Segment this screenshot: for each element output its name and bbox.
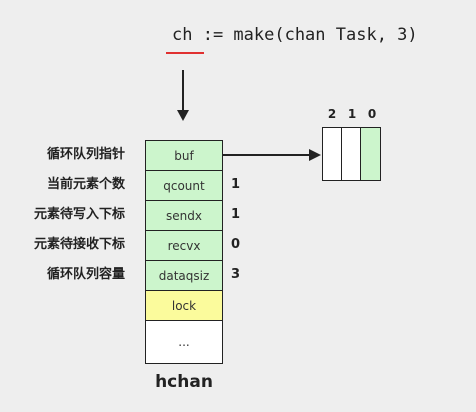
label-recvx: 元素待接收下标 — [33, 237, 125, 252]
hchan-title: hchan — [155, 372, 213, 392]
field-qcount: qcount — [146, 171, 222, 201]
field-more: ... — [146, 321, 222, 363]
value-sendx: 1 — [231, 207, 241, 222]
label-dataqsiz: 循环队列容量 — [46, 267, 125, 282]
buf-arrow-head — [309, 149, 321, 161]
field-dataqsiz: dataqsiz — [146, 261, 222, 291]
field-descriptions: 循环队列指针 当前元素个数 元素待写入下标 元素待接收下标 循环队列容量 — [34, 140, 125, 290]
ch-underline — [166, 52, 204, 54]
pointer-arrow-head — [177, 110, 189, 121]
label-buf: 循环队列指针 — [46, 147, 125, 162]
pointer-arrow-line — [182, 70, 184, 110]
label-sendx: 元素待写入下标 — [33, 207, 125, 222]
hchan-struct: buf qcount sendx recvx dataqsiz lock ... — [145, 140, 223, 364]
value-qcount: 1 — [231, 177, 241, 192]
field-values: 1 1 0 3 — [231, 140, 240, 290]
value-recvx: 0 — [231, 237, 241, 252]
field-sendx: sendx — [146, 201, 222, 231]
ring-slot-0 — [361, 128, 380, 180]
ring-slot-labels: 2 1 0 — [322, 107, 382, 121]
slot-label-2: 2 — [327, 107, 337, 121]
ring-slot-1 — [342, 128, 361, 180]
field-buf: buf — [146, 141, 222, 171]
make-chan-code: ch := make(chan Task, 3) — [172, 25, 418, 45]
slot-label-1: 1 — [347, 107, 357, 121]
ring-buffer — [322, 127, 381, 181]
field-lock: lock — [146, 291, 222, 321]
slot-label-0: 0 — [367, 107, 377, 121]
label-qcount: 当前元素个数 — [46, 177, 125, 192]
buf-arrow-line — [223, 154, 311, 156]
value-dataqsiz: 3 — [231, 267, 241, 282]
field-recvx: recvx — [146, 231, 222, 261]
ring-slot-2 — [323, 128, 342, 180]
